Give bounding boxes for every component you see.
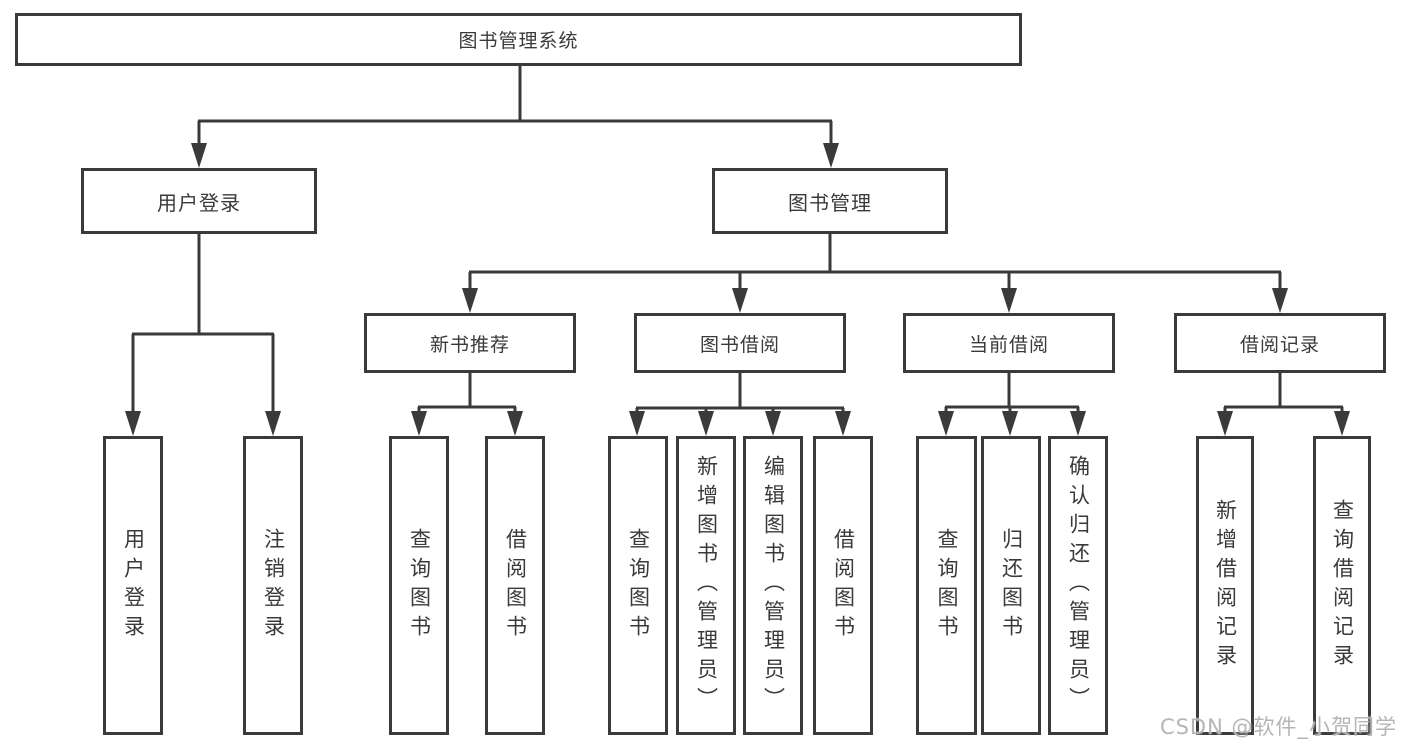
node-label: 查询图书: [935, 527, 959, 644]
node-user-login: 用户登录: [81, 168, 317, 234]
leaf-query-books-current: 查询图书: [916, 436, 977, 735]
leaf-query-borrow-record: 查询借阅记录: [1313, 436, 1371, 735]
connector-new-book-children: [411, 373, 523, 436]
leaf-confirm-return-admin: 确认归还（管理员）: [1048, 436, 1108, 735]
leaf-edit-books-admin: 编辑图书（管理员）: [743, 436, 803, 735]
node-label: 归还图书: [999, 527, 1024, 644]
leaf-return-books: 归还图书: [981, 436, 1041, 735]
node-label: 图书管理系统: [458, 30, 579, 52]
node-label: 图书借阅: [699, 333, 780, 356]
node-label: 新增图书（管理员）: [694, 455, 719, 716]
watermark: CSDN @软件_小贺同学: [1159, 715, 1397, 739]
leaf-borrow-books-new-rec: 借阅图书: [485, 436, 545, 735]
connector-current-borrow-children: [938, 373, 1086, 436]
leaf-logout: 注销登录: [243, 436, 303, 735]
connector-borrow-records-children: [1217, 373, 1350, 436]
node-label: 新书推荐: [429, 333, 510, 356]
node-label: 确认归还（管理员）: [1066, 455, 1091, 716]
node-label: 用户登录: [121, 527, 146, 644]
node-label: 注销登录: [261, 527, 286, 644]
node-label: 查询图书: [626, 527, 651, 644]
leaf-add-borrow-record: 新增借阅记录: [1196, 436, 1254, 735]
node-label: 借阅记录: [1239, 333, 1320, 356]
connector-root-to-level2: [191, 66, 839, 168]
node-new-book-recommend: 新书推荐: [364, 313, 576, 373]
node-label: 编辑图书（管理员）: [761, 455, 786, 716]
leaf-user-login: 用户登录: [103, 436, 163, 735]
node-label: 查询借阅记录: [1330, 498, 1355, 673]
node-book-management: 图书管理: [712, 168, 948, 234]
leaf-query-books-new-rec: 查询图书: [389, 436, 449, 735]
connector-book-borrow-children: [629, 373, 851, 436]
leaf-borrow-books: 借阅图书: [813, 436, 873, 735]
node-book-borrow: 图书借阅: [634, 313, 846, 373]
connector-user-login-children: [125, 234, 281, 436]
node-label: 当前借阅: [968, 333, 1049, 356]
leaf-query-books-borrow: 查询图书: [608, 436, 668, 735]
connector-book-management-children: [462, 234, 1288, 313]
node-label: 新增借阅记录: [1213, 498, 1238, 673]
node-label: 借阅图书: [503, 527, 528, 644]
node-label: 图书管理: [788, 190, 872, 215]
node-label: 借阅图书: [831, 527, 856, 644]
node-current-borrow: 当前借阅: [903, 313, 1115, 373]
node-label: 用户登录: [157, 190, 241, 215]
leaf-add-books-admin: 新增图书（管理员）: [676, 436, 736, 735]
node-library-management-system: 图书管理系统: [15, 13, 1022, 66]
node-label: 查询图书: [407, 527, 432, 644]
node-borrow-records: 借阅记录: [1174, 313, 1386, 373]
